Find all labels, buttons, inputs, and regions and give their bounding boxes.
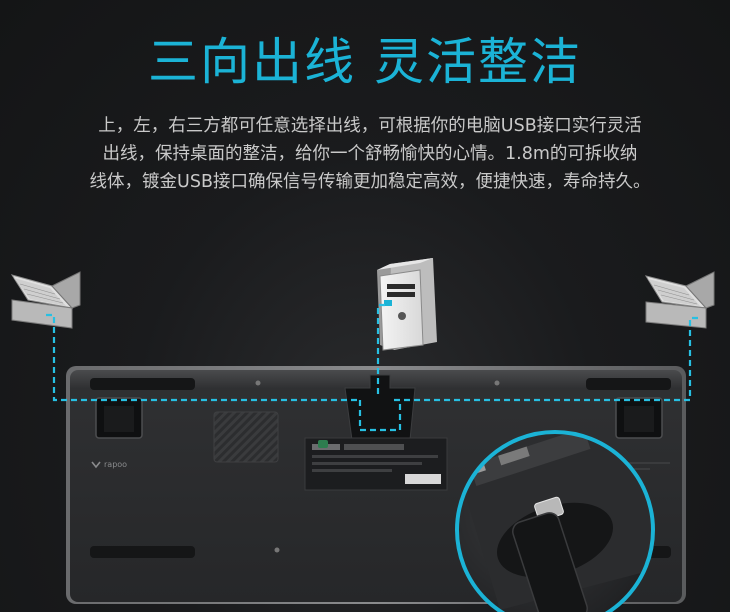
tilt-foot-left (95, 397, 143, 439)
description-line-3: 线体，镀金USB接口确保信号传输更加稳定高效，便捷快速，寿命持久。 (89, 172, 651, 192)
description: 上，左，右三方都可任意选择出线，可根据你的电脑USB接口实行灵活 出线，保持桌面… (20, 112, 720, 196)
description-line-2: 出线，保持桌面的整洁，给你一个舒畅愉快的心情。1.8m的可拆收纳 (102, 144, 638, 164)
cable-routes (46, 303, 698, 432)
product-label (304, 437, 448, 491)
description-line-1: 上，左，右三方都可任意选择出线，可根据你的电脑USB接口实行灵活 (98, 116, 642, 136)
rubber-foot-strip (90, 378, 195, 390)
tilt-foot-right (615, 397, 663, 439)
usb-cable-head (512, 512, 588, 612)
headline: 三向出线 灵活整洁 (148, 33, 582, 91)
rubber-foot-strip (586, 378, 671, 390)
cable-route-left (46, 313, 360, 402)
laptop-right-icon (644, 271, 715, 329)
rubber-foot-strip (90, 546, 195, 558)
vent-plate (213, 411, 279, 463)
desktop-tower-icon (377, 258, 437, 351)
cable-route-right (392, 316, 698, 402)
cable-route-top (376, 303, 385, 395)
laptop-left-icon (10, 271, 81, 329)
cable-route-center (358, 400, 402, 432)
zoom-ring (455, 430, 655, 612)
svg-text:rapoo: rapoo (104, 460, 127, 469)
usb-connector-zoom (455, 430, 655, 612)
brand-logo: rapoo (91, 460, 127, 469)
